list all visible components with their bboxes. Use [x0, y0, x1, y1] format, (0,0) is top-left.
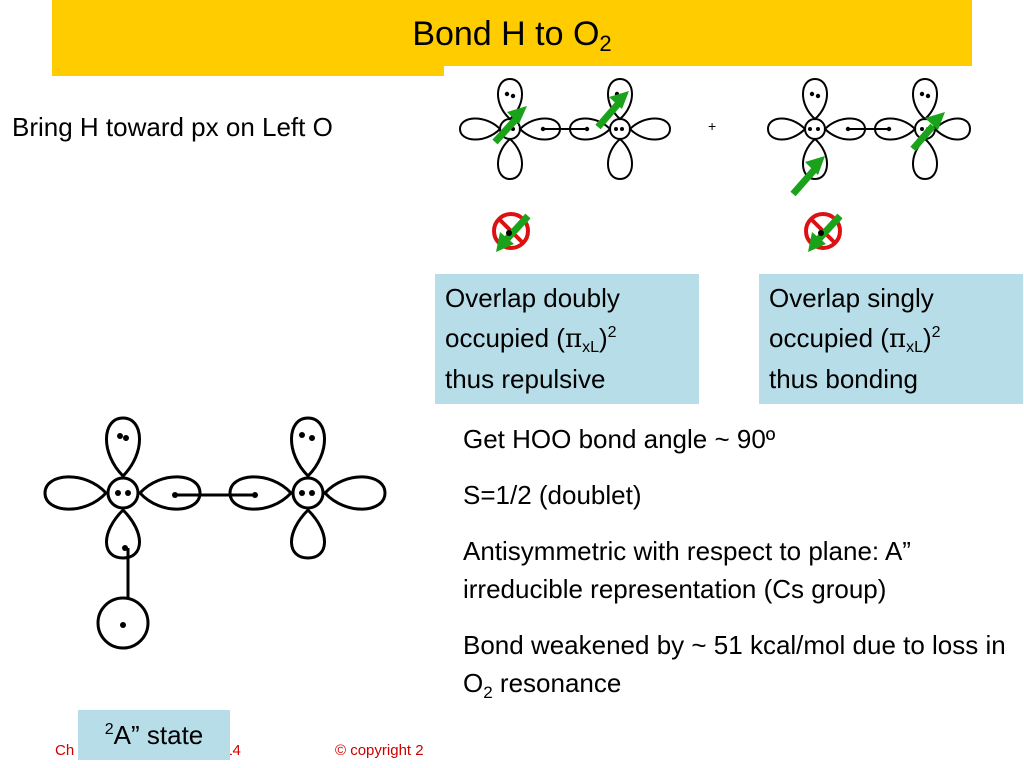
- bullet-item: Antisymmetric with respect to plane: A” …: [463, 536, 911, 604]
- title-bar: [52, 0, 972, 66]
- intro-text: Bring H toward px on Left O: [12, 112, 333, 142]
- overlap-box-bonding: Overlap singly occupied (πxL)2 thus bond…: [759, 274, 1023, 404]
- state-label: 2A” state: [78, 710, 230, 760]
- slide-title: Bond H to O2: [412, 15, 612, 56]
- plus-sign: +: [708, 118, 717, 134]
- bullet-list: Get HOO bond angle ~ 90º S=1/2 (doublet)…: [463, 420, 1023, 720]
- orbital-diagram-repulsive: [458, 77, 672, 181]
- orbital-diagram-bonding: [766, 77, 972, 197]
- hoo-orbital-diagram: [43, 416, 387, 650]
- footer-copyright: © copyright 2: [335, 742, 424, 759]
- no-symbol-left: [492, 212, 531, 252]
- bullet-item: Bond weakened by ~ 51 kcal/mol due to lo…: [463, 630, 1006, 702]
- title-bar-extension: [52, 66, 444, 76]
- bullet-item: S=1/2 (doublet): [463, 480, 642, 510]
- no-symbol-right: [804, 212, 843, 252]
- bullet-item: Get HOO bond angle ~ 90º: [463, 424, 776, 454]
- overlap-box-repulsive: Overlap doubly occupied (πxL)2 thus repu…: [435, 274, 699, 404]
